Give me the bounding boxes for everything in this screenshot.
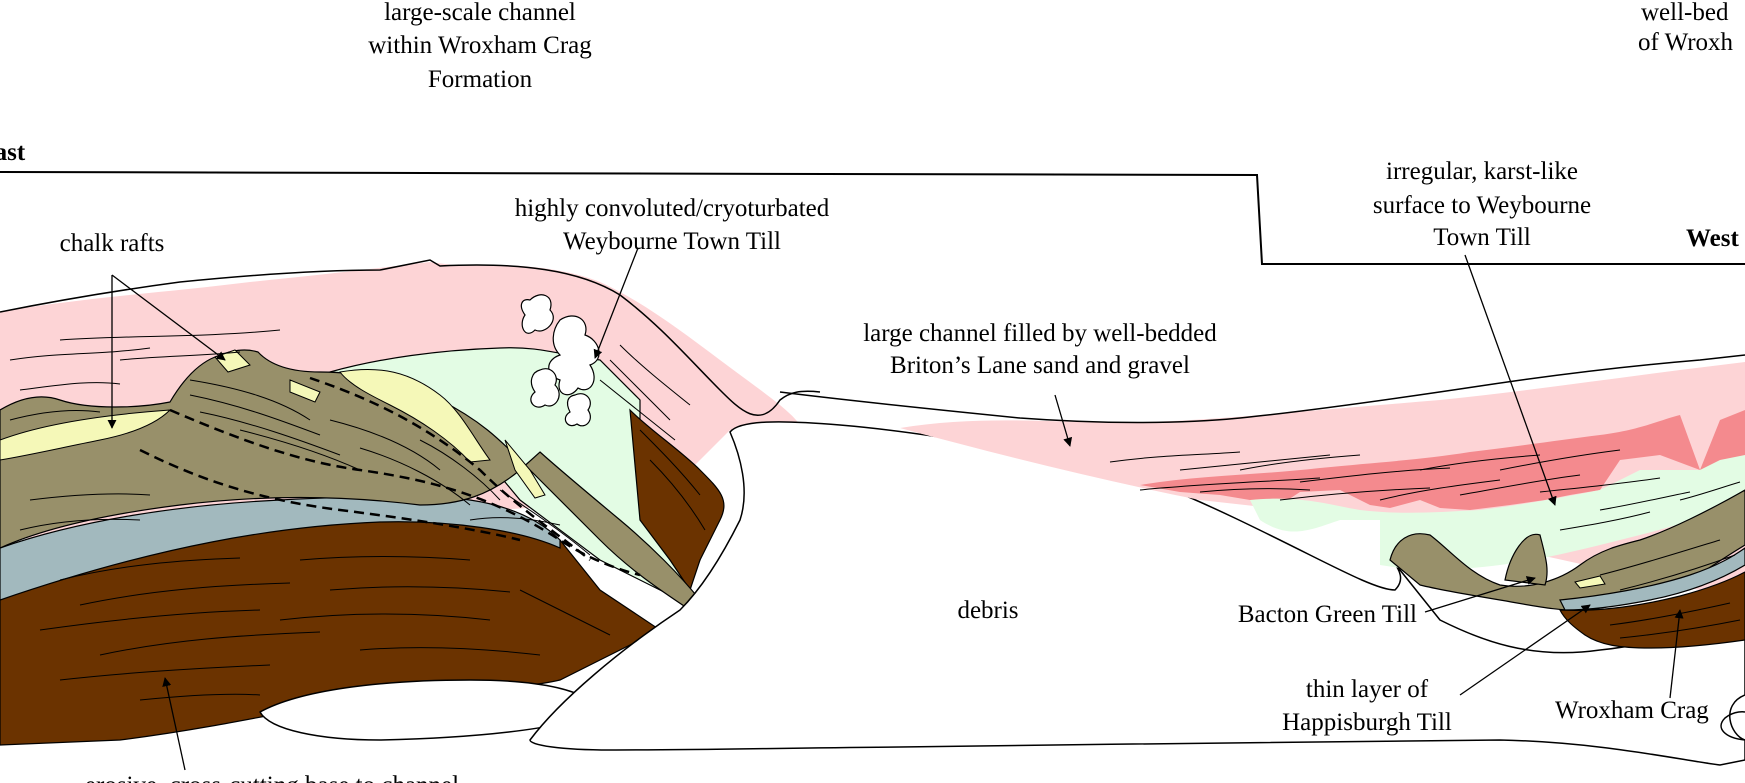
label-channel-top-3: Formation [428, 66, 533, 93]
label-west: West [1686, 225, 1739, 252]
label-debris: debris [957, 597, 1018, 624]
label-convoluted-2: Weybourne Town Till [563, 228, 781, 255]
label-chalk-rafts: chalk rafts [60, 230, 165, 257]
label-channel-top-1: large-scale channel [384, 0, 576, 26]
label-irregular-3: Town Till [1433, 224, 1531, 251]
label-erosive-base: erosive, cross-cutting base to channel [85, 772, 459, 783]
label-thin-layer-1: thin layer of [1306, 676, 1429, 703]
label-irregular-2: surface to Weybourne [1373, 192, 1591, 219]
label-east: East [0, 139, 26, 166]
label-large-channel-2: Briton’s Lane sand and gravel [890, 352, 1190, 379]
label-channel-top-2: within Wroxham Crag [368, 32, 592, 59]
label-large-channel-1: large channel filled by well-bedded [863, 320, 1217, 347]
label-convoluted-1: highly convoluted/cryoturbated [515, 195, 830, 222]
label-bacton-green-till: Bacton Green Till [1238, 601, 1417, 628]
label-well-bedded-2: of Wroxh [1638, 29, 1734, 56]
label-wroxham-crag: Wroxham Crag [1555, 697, 1709, 724]
label-irregular-1: irregular, karst-like [1386, 158, 1578, 185]
label-well-bedded-1: well-bed [1641, 0, 1729, 26]
label-thin-layer-2: Happisburgh Till [1282, 709, 1452, 736]
